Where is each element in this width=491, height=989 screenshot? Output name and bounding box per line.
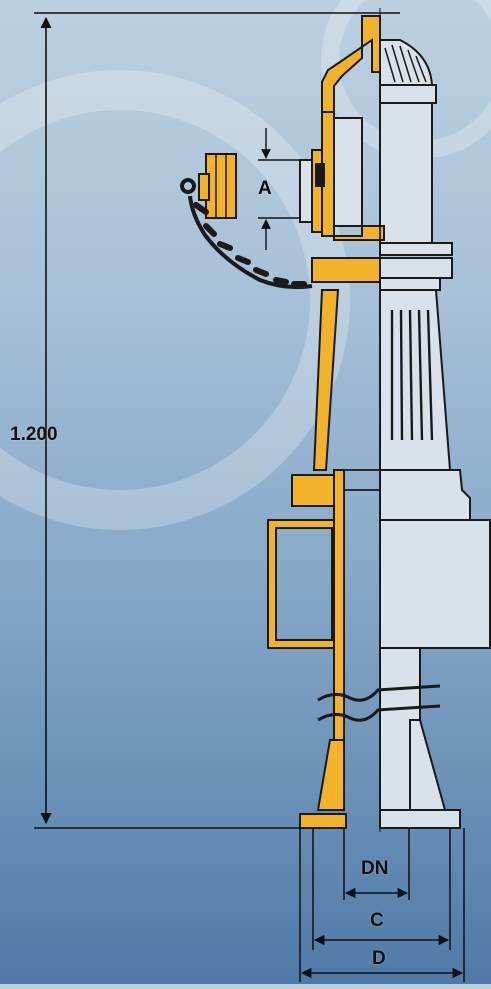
outlet-label: A — [258, 178, 272, 199]
pipe-break — [317, 684, 441, 722]
height-dimension — [34, 12, 400, 829]
outlet-cap — [198, 153, 237, 219]
cap-ornament — [384, 44, 427, 83]
chain — [180, 178, 313, 290]
outlet-dimension — [258, 128, 300, 250]
hydrant-elevation — [379, 39, 491, 829]
hydrant-section — [267, 15, 385, 829]
bottom-dimensions — [299, 828, 465, 982]
dn-label: DN — [361, 858, 389, 879]
height-label: 1.200 — [10, 424, 58, 445]
column-flutes — [390, 309, 434, 441]
c-label: C — [370, 910, 384, 931]
d-label: D — [372, 948, 386, 969]
